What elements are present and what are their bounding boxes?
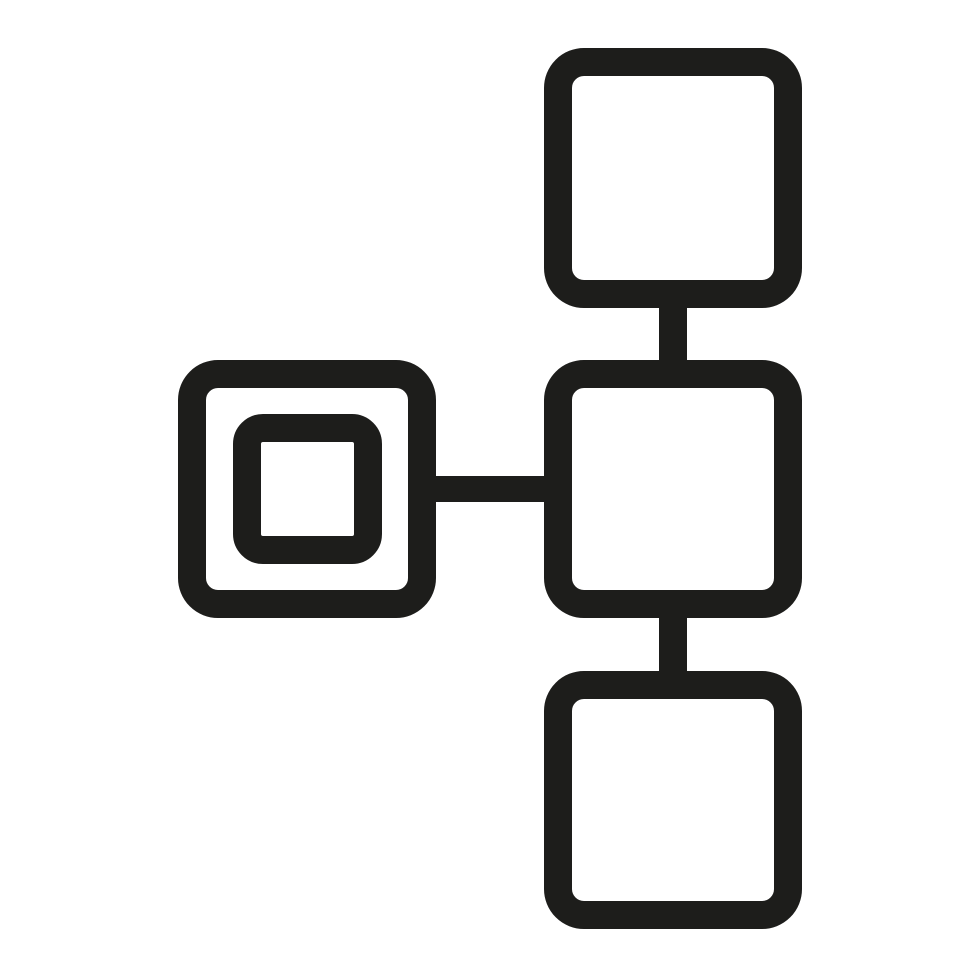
top-node-box <box>544 48 802 308</box>
bottom-node-box <box>544 671 802 929</box>
left-node-box <box>178 360 436 618</box>
middle-node-box <box>544 360 802 618</box>
left-node-inner-square <box>233 414 382 564</box>
